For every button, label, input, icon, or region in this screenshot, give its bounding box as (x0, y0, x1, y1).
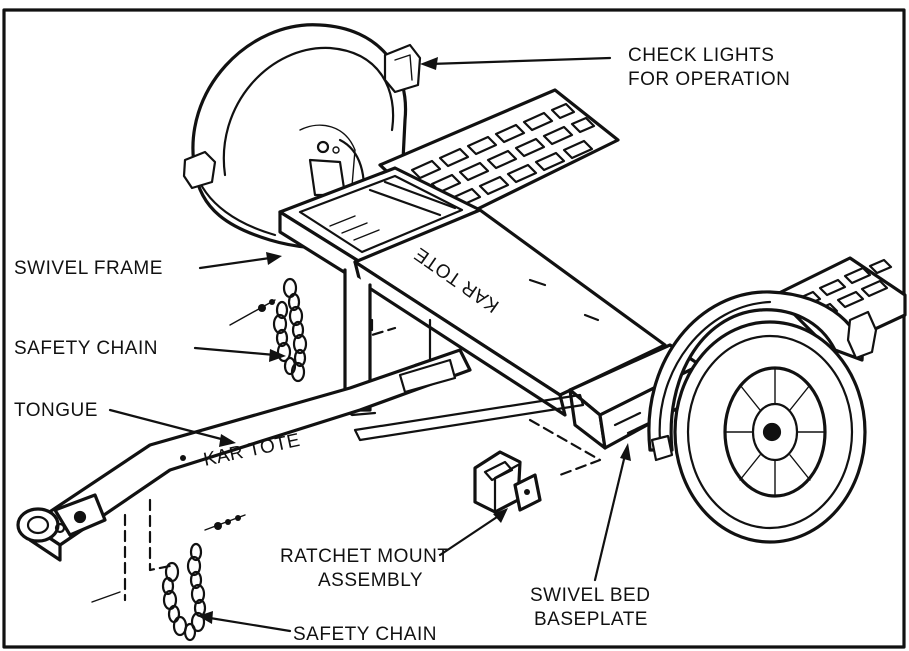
tongue-label: TONGUE (14, 400, 98, 421)
check-lights-label-line2: FOR OPERATION (628, 69, 790, 90)
light-box-lower-left (182, 150, 217, 190)
safety-chain-lower-graphic (91, 514, 246, 642)
alignment-dash-bed (528, 418, 602, 477)
safety-chain-lower-label: SAFETY CHAIN (293, 624, 437, 645)
diagram-border (2, 8, 906, 649)
ratchet-mount-label-line2: ASSEMBLY (318, 570, 423, 591)
swivel-bed-label-line1: SWIVEL BED (530, 585, 650, 606)
right-fender (647, 290, 878, 462)
safety-chain-upper-graphic (229, 277, 308, 383)
alignment-dash-tongue-right (148, 498, 177, 572)
ratchet-mount-graphic (473, 450, 542, 514)
swivel-frame-label: SWIVEL FRAME (14, 258, 163, 279)
safety-chain-upper-label: SAFETY CHAIN (14, 338, 158, 359)
alignment-dash-center (370, 318, 397, 337)
check-lights-label-line1: CHECK LIGHTS (628, 45, 774, 66)
leader-lines (108, 56, 631, 633)
main-bed: KAR TOTE (353, 208, 667, 417)
light-box-upper (383, 43, 422, 94)
tongue: KAR TOTE (28, 348, 585, 562)
hitch-coupler (16, 493, 107, 543)
swivel-bed-label-line2: BASEPLATE (534, 609, 648, 630)
ratchet-mount-label-line1: RATCHET MOUNT (280, 546, 449, 567)
right-tire (673, 320, 867, 544)
